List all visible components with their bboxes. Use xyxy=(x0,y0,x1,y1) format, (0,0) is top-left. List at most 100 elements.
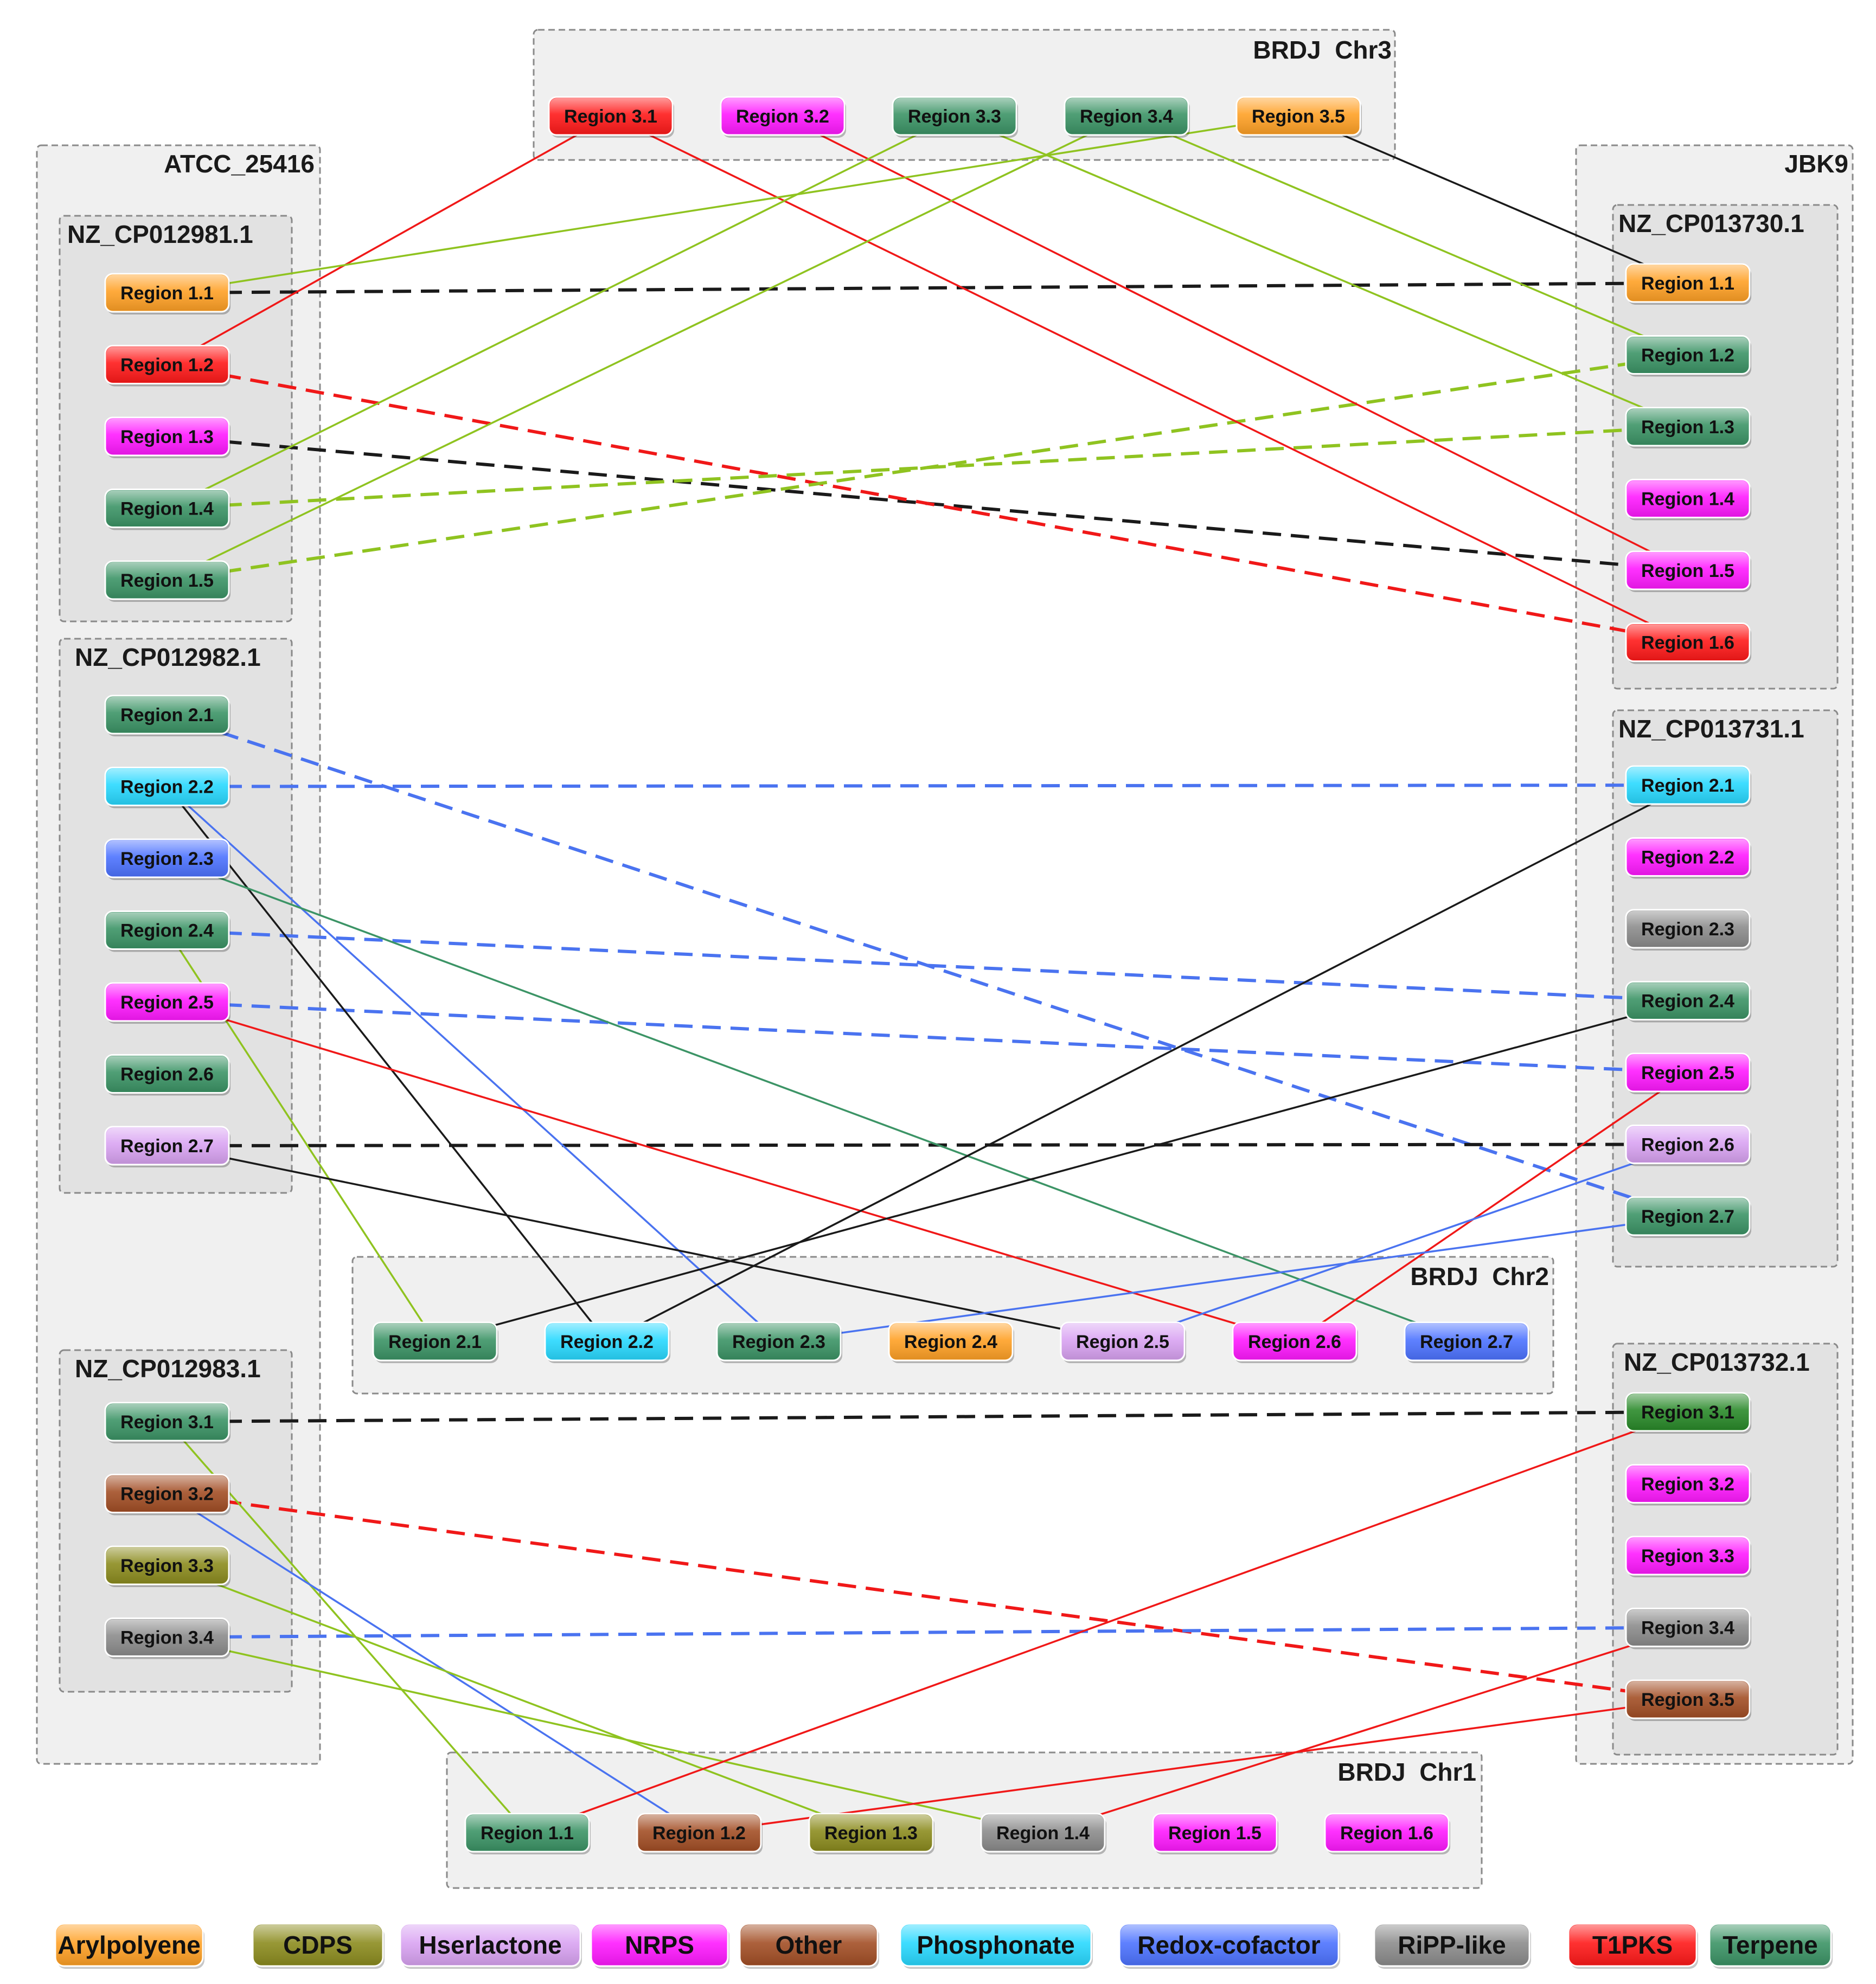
jbk9-contig-1-region-5: Region 1.5 xyxy=(1625,550,1751,592)
region-node-gloss xyxy=(546,1324,668,1359)
region-node-gloss xyxy=(106,1404,228,1440)
legend-swatch-gloss xyxy=(901,1925,1090,1965)
link-j3-5-to-b1-2 xyxy=(699,1698,1688,1834)
atcc-contig-3-region-1: Region 3.1 xyxy=(104,1402,231,1443)
region-node-gloss xyxy=(106,490,228,527)
region-node-gloss xyxy=(1406,1324,1527,1359)
region-node-gloss xyxy=(106,1619,228,1655)
brdj-chr3-title: BRDJ Chr3 xyxy=(1253,36,1392,64)
region-label: Region 1.3 xyxy=(824,1823,918,1844)
atcc-contig-3-region-4: Region 3.4 xyxy=(104,1617,231,1659)
region-node-gloss xyxy=(106,275,228,311)
legend-label: Arylpolyene xyxy=(57,1931,200,1959)
link-j2-6-to-b2-5 xyxy=(1122,1143,1688,1343)
legend-item-hserlactone: Hserlactone xyxy=(399,1923,582,1969)
jbk9-contig-1-region-1: Region 1.1 xyxy=(1625,263,1751,305)
jbk9-contig-3-region-1: Region 3.1 xyxy=(1625,1392,1751,1434)
link-a2-7-to-j2-6 xyxy=(167,1142,1688,1147)
jbk9-contig-3-title: NZ_CP013732.1 xyxy=(1624,1348,1810,1376)
legend-label: Hserlactone xyxy=(419,1931,561,1959)
region-label: Region 2.2 xyxy=(1641,847,1734,868)
brdj-chr3-region-5: Region 3.5 xyxy=(1235,96,1362,138)
legend-swatch-gloss xyxy=(1121,1925,1337,1965)
synteny-links xyxy=(166,115,1688,1834)
region-label: Region 3.3 xyxy=(908,106,1001,127)
region-label: Region 2.2 xyxy=(120,777,214,798)
region-label: Region 2.6 xyxy=(1641,1135,1734,1155)
jbk9-genome-title: JBK9 xyxy=(1784,150,1848,178)
region-label: Region 1.1 xyxy=(1641,273,1734,294)
region-node-gloss xyxy=(1627,480,1749,517)
legend-item-redox-cofactor: Redox-cofactor xyxy=(1118,1923,1340,1969)
region-node-gloss xyxy=(1238,98,1359,134)
region-node-gloss xyxy=(106,1128,228,1164)
link-a3-2-to-b1-2 xyxy=(167,1493,700,1834)
legend-item-ripp-like: RiPP-like xyxy=(1373,1923,1531,1969)
brdj-chr2-title: BRDJ Chr2 xyxy=(1410,1262,1549,1290)
legend-label: NRPS xyxy=(625,1931,694,1959)
atcc-contig-3-title: NZ_CP012983.1 xyxy=(75,1354,261,1383)
link-b3-4-to-a1-5 xyxy=(167,115,1127,581)
link-j2-4-to-b2-1 xyxy=(434,999,1688,1343)
region-label: Region 2.7 xyxy=(120,1136,214,1157)
atcc-contig-2-region-6: Region 2.6 xyxy=(104,1054,231,1096)
region-node-gloss xyxy=(1627,767,1749,803)
brdj-chr2-region-1: Region 2.1 xyxy=(372,1321,498,1363)
link-a1-5-to-j1-2 xyxy=(167,353,1688,582)
region-label: Region 2.3 xyxy=(732,1332,825,1352)
region-node-gloss xyxy=(1627,983,1749,1019)
region-node-gloss xyxy=(1627,409,1749,445)
link-a2-2-to-j2-1 xyxy=(167,784,1688,788)
jbk9-contig-2-region-3: Region 2.3 xyxy=(1625,909,1751,951)
brdj-chr1-box xyxy=(446,1751,1483,1889)
legend-item-phosphonate: Phosphonate xyxy=(899,1923,1093,1969)
region-label: Region 2.1 xyxy=(120,705,214,725)
region-node-gloss xyxy=(1627,1538,1749,1574)
region-node-gloss xyxy=(374,1324,496,1359)
legend-swatch-gloss xyxy=(401,1925,579,1965)
brdj-chr3-region-2: Region 3.2 xyxy=(720,96,846,138)
legend-swatch-gloss xyxy=(1570,1925,1695,1965)
jbk9-contig-3-region-3: Region 3.3 xyxy=(1625,1536,1751,1577)
atcc-contig-1-region-5: Region 1.5 xyxy=(104,560,231,602)
region-label: Region 2.1 xyxy=(388,1332,482,1352)
link-b3-2-to-j1-5 xyxy=(782,115,1688,572)
region-node-gloss xyxy=(1627,911,1749,947)
link-a2-2-to-b2-2 xyxy=(166,786,608,1343)
region-node-gloss xyxy=(1627,1681,1749,1717)
link-j2-7-to-b2-3 xyxy=(778,1215,1688,1343)
region-node-gloss xyxy=(106,1056,228,1092)
atcc-contig-2-region-3: Region 2.3 xyxy=(104,838,231,880)
jbk9-contig-1-region-6: Region 1.6 xyxy=(1625,622,1751,664)
brdj-chr3-region-1: Region 3.1 xyxy=(548,96,674,138)
legend-swatch-gloss xyxy=(1375,1925,1528,1965)
link-j2-1-to-b2-2 xyxy=(606,784,1688,1343)
brdj-chr2-region-6: Region 2.6 xyxy=(1232,1321,1358,1363)
region-node-gloss xyxy=(722,98,843,134)
atcc-contig-2-title: NZ_CP012982.1 xyxy=(75,643,261,671)
region-node-gloss xyxy=(106,419,228,454)
brdj-chr2-region-3: Region 2.3 xyxy=(716,1321,842,1363)
jbk9-contig-2-region-5: Region 2.5 xyxy=(1625,1052,1751,1094)
region-label: Region 2.4 xyxy=(120,921,214,941)
region-node-gloss xyxy=(1627,337,1749,373)
jbk9-contig-1-region-3: Region 1.3 xyxy=(1625,407,1751,448)
region-label: Region 3.2 xyxy=(120,1484,214,1505)
atcc-contig-1-region-1: Region 1.1 xyxy=(104,273,231,314)
region-label: Region 3.1 xyxy=(564,106,657,127)
link-a2-2-to-b2-3 xyxy=(166,786,780,1343)
region-label: Region 2.4 xyxy=(904,1332,997,1352)
jbk9-contig-3-region-4: Region 3.4 xyxy=(1625,1608,1751,1649)
link-b3-4-to-j1-2 xyxy=(1126,115,1688,356)
region-label: Region 3.4 xyxy=(120,1628,214,1648)
atcc-contig-2-region-4: Region 2.4 xyxy=(104,910,231,952)
region-node-gloss xyxy=(1627,553,1749,588)
jbk9-contig-3-region-2: Region 3.2 xyxy=(1625,1464,1751,1506)
link-a3-3-to-b1-3 xyxy=(167,1564,872,1834)
brdj-chr1-region-1: Region 1.1 xyxy=(464,1813,591,1854)
link-a3-2-to-j3-5 xyxy=(167,1492,1688,1701)
jbk9-contig-1-title: NZ_CP013730.1 xyxy=(1618,209,1804,237)
region-label: Region 2.7 xyxy=(1641,1206,1734,1227)
